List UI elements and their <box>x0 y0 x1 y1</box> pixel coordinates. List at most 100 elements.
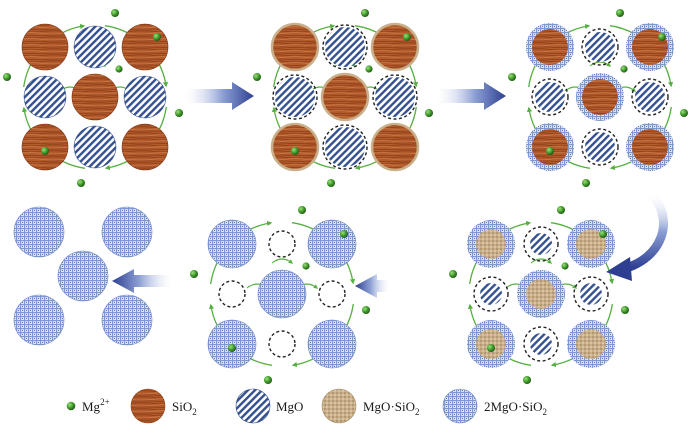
mgo-boundary <box>272 74 318 120</box>
mg-ion-icon <box>561 262 569 270</box>
two-mgo-sio2-particle <box>307 319 357 369</box>
sio2-particle <box>270 22 320 72</box>
mg-ion-icon <box>115 65 123 73</box>
mg-ion-icon <box>264 376 272 384</box>
mg-ion-icon <box>487 344 495 352</box>
process-arrow-3 <box>621 190 668 273</box>
legend-item-sio2: SiO2 <box>130 388 197 424</box>
stage-4 <box>449 206 629 384</box>
mg-ion-icon <box>523 376 531 384</box>
stage-2 <box>253 9 433 187</box>
legend-label-mgo-sio2: MgO·SiO2 <box>363 399 420 417</box>
mg-ion-icon <box>77 179 85 187</box>
mg-ion-icon <box>403 33 411 41</box>
mg-ion-icon <box>190 270 198 278</box>
mg-ion-icon <box>175 109 183 117</box>
mgo-particle <box>325 27 365 67</box>
legend: Mg2+ SiO2 MgO MgO·SiO2 2MgO·SiO2 <box>66 388 547 424</box>
diffusion-arrow <box>530 258 553 264</box>
mgo-particle <box>635 82 665 112</box>
mgo-particle <box>73 125 117 169</box>
two-mgo-sio2-particle <box>13 294 65 346</box>
mg-ion-icon <box>599 230 607 238</box>
legend-item-2mgo-sio2: 2MgO·SiO2 <box>442 388 547 424</box>
sio2-core <box>532 29 568 65</box>
mgo-particle <box>585 132 615 162</box>
legend-item-mg-ion: Mg2+ <box>66 397 110 414</box>
mgo-particle <box>123 75 167 119</box>
process-arrow-1 <box>185 82 254 110</box>
legend-item-mgo: MgO <box>235 388 303 424</box>
mg-ion-icon <box>557 206 565 214</box>
mgo-particle <box>585 32 615 62</box>
mgo-boundary <box>573 276 609 312</box>
mg-ion-icon <box>66 401 76 411</box>
process-arrow-5 <box>112 269 172 293</box>
sio2-particle <box>370 22 420 72</box>
void-boundary <box>318 280 346 308</box>
stage-6 <box>13 206 153 346</box>
sio2-core <box>632 129 668 165</box>
mg-ion-icon <box>582 179 590 187</box>
sio2-particle <box>121 23 169 71</box>
two-mgo-sio2-particle <box>13 206 65 258</box>
sio2-particle <box>320 72 370 122</box>
mgo-particle <box>530 233 552 255</box>
mgo-sio2-swatch-icon <box>321 388 357 424</box>
mgo-boundary <box>322 24 368 70</box>
void-boundary <box>268 330 296 358</box>
legend-label-sio2: SiO2 <box>172 399 197 417</box>
mgo-particle <box>530 333 552 355</box>
mgo-swatch-icon <box>235 388 271 424</box>
mgo-particle <box>580 283 602 305</box>
mgo-boundary <box>372 74 418 120</box>
mg-ion-icon <box>291 147 299 155</box>
process-arrow-4 <box>355 274 389 298</box>
mg-ion-icon <box>253 73 261 81</box>
void-boundary <box>268 230 296 258</box>
mg-ion-icon <box>680 109 688 117</box>
mg-ion-icon <box>621 306 629 314</box>
mg-ion-icon <box>508 73 516 81</box>
mg-ion-icon <box>546 147 554 155</box>
mgo-particle <box>375 77 415 117</box>
mg-ion-icon <box>362 306 370 314</box>
two-mgo-sio2-particle <box>101 294 153 346</box>
mg-ion-icon <box>111 9 119 17</box>
mg-ion-icon <box>616 9 624 17</box>
sio2-particle <box>121 123 169 171</box>
mg-ion-icon <box>327 179 335 187</box>
mg-ion-icon <box>361 9 369 17</box>
legend-label-2mgo-sio2: 2MgO·SiO2 <box>484 399 547 417</box>
mgo-boundary <box>523 326 559 362</box>
void-boundary <box>218 280 246 308</box>
legend-item-mgo-sio2: MgO·SiO2 <box>321 388 420 424</box>
mg-ion-icon <box>425 109 433 117</box>
two-mgo-sio2-particle <box>101 206 153 258</box>
mgo-boundary <box>322 124 368 170</box>
stage-3 <box>508 9 688 187</box>
mg-ion-icon <box>153 33 161 41</box>
mg-ion-icon <box>302 262 310 270</box>
mgo-sio2-core <box>576 229 606 259</box>
diffusion-arrow <box>271 258 294 264</box>
mgo-particle <box>480 283 502 305</box>
mg-ion-icon <box>620 65 628 73</box>
mg-ion-icon <box>41 147 49 155</box>
sio2-particle <box>71 73 119 121</box>
two-mgo-sio2-particle <box>57 250 109 302</box>
sio2-particle <box>21 23 69 71</box>
two-mgo-sio2-particle <box>307 219 357 269</box>
stage-panels <box>3 9 688 384</box>
legend-label-mgo: MgO <box>276 399 303 414</box>
mgo-boundary <box>631 78 669 116</box>
mgo-boundary <box>523 226 559 262</box>
mgo-sio2-core <box>576 329 606 359</box>
process-arrow-3-head <box>606 257 632 281</box>
mgo-boundary <box>581 128 619 166</box>
mg-ion-icon <box>340 230 348 238</box>
two-mgo-sio2-particle <box>257 269 307 319</box>
mgo-particle <box>73 25 117 69</box>
mgo-particle <box>275 77 315 117</box>
